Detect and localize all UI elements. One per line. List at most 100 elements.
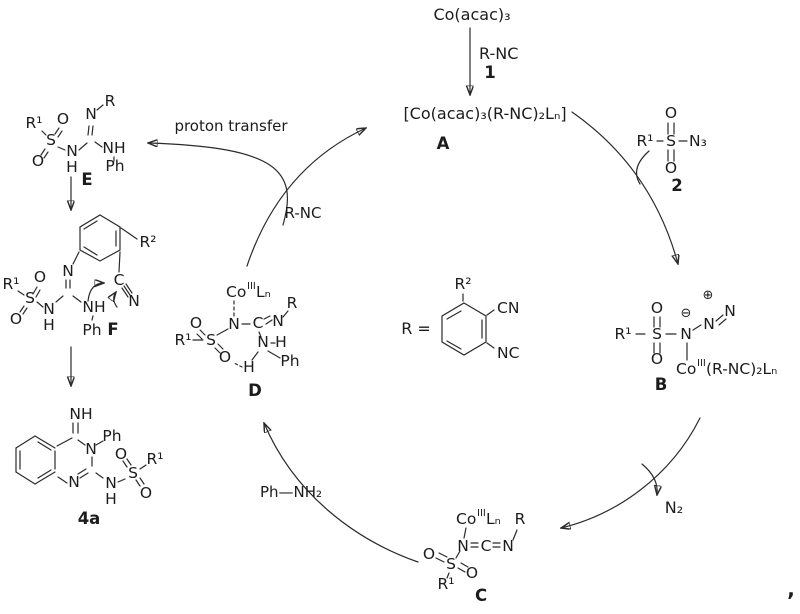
double-bond — [32, 286, 38, 295]
compound-2-label: 2 — [671, 176, 682, 195]
imine-nh: NH — [69, 405, 92, 423]
intermediate-d: Co III Lₙ N C N R N H Ph H O S O R¹ D — [175, 281, 300, 400]
bond — [251, 351, 259, 361]
atom-n: N — [272, 312, 284, 330]
double-bond — [446, 340, 462, 350]
phenyl-group: Ph — [280, 352, 299, 370]
atom-n: N — [703, 315, 715, 333]
bond — [17, 290, 25, 296]
nitrile-c: C — [114, 271, 125, 289]
bond — [258, 331, 262, 338]
double-bond — [715, 314, 724, 322]
mechanism-arrow — [87, 283, 104, 302]
double-bond — [199, 329, 206, 336]
atom-s: S — [128, 464, 138, 482]
benzene-ring — [79, 214, 121, 262]
bond — [267, 350, 281, 359]
atom-n: N — [257, 333, 269, 351]
double-bond — [79, 472, 89, 479]
plus-charge-icon: ⊕ — [703, 288, 714, 303]
atom-o: O — [665, 104, 677, 122]
oxidation-state: III — [477, 508, 486, 519]
triple-bond — [125, 283, 133, 294]
intermediate-c: Co III Lₙ R N C N O S O R¹ C — [423, 508, 526, 605]
atom-s: S — [206, 331, 216, 349]
atom-r: R — [105, 92, 116, 110]
atom-c: C — [481, 537, 492, 555]
double-bond — [435, 557, 445, 563]
product-4a-label: 4a — [78, 509, 101, 528]
atom-r1: R¹ — [3, 275, 20, 293]
precatalyst-entry: Co(acac)₃ R-NC 1 [Co(acac)₃(R-NC)₂Lₙ] A — [403, 5, 566, 153]
arrow-a-to-b — [571, 111, 678, 264]
atom-o: O — [57, 110, 69, 128]
atom-r2: R² — [140, 233, 157, 251]
atom-c: C — [253, 314, 264, 332]
bond — [78, 142, 88, 151]
bond — [77, 439, 86, 446]
atom-n: N — [66, 142, 78, 160]
atom-h: H — [105, 490, 117, 508]
atom-r1: R¹ — [175, 331, 192, 349]
bond — [486, 309, 495, 316]
bond — [91, 315, 94, 321]
bond — [41, 130, 47, 136]
n2-label: N₂ — [665, 498, 683, 517]
atom-o: O — [115, 445, 127, 463]
bond — [15, 435, 36, 449]
atom-n: N — [105, 474, 117, 492]
bond — [34, 435, 56, 449]
minus-charge-icon: ⊖ — [681, 306, 692, 321]
double-bond — [22, 307, 28, 315]
phenyl-group: Ph — [102, 427, 121, 445]
bond — [216, 328, 229, 336]
r-group-definition: R = R² CN NC — [401, 275, 519, 362]
triple-bond — [121, 287, 129, 298]
phenyl-group: Ph — [82, 321, 101, 339]
double-bond — [718, 318, 727, 326]
atom-r: R — [287, 294, 298, 312]
cobalt-center: Co — [456, 510, 476, 528]
atom-h: H — [243, 358, 255, 376]
double-bond — [37, 441, 52, 451]
bond — [72, 295, 82, 303]
intermediate-b: O R¹ S N ⊖ N ⊕ N O Co III (R-NC)₂Lₙ B — [615, 288, 778, 394]
double-bond — [87, 125, 90, 136]
atom-r1: R¹ — [637, 132, 654, 150]
intermediate-f: R² N C N NH Ph N H S O R¹ O F — [3, 214, 157, 339]
atom-r1: R¹ — [615, 325, 632, 343]
bond — [117, 478, 126, 483]
atom-o: O — [651, 299, 663, 317]
double-bond — [19, 305, 25, 313]
double-bond — [83, 220, 98, 230]
double-bond — [126, 458, 132, 466]
cycle-rnc-label: R-NC — [285, 204, 322, 222]
atom-n: N — [62, 262, 74, 280]
bond — [282, 310, 289, 318]
triple-bond — [123, 285, 131, 296]
ligand-set: (R-NC)₂Lₙ — [706, 360, 777, 378]
double-bond — [217, 343, 224, 350]
amine-nh: NH — [102, 139, 125, 157]
double-bond — [40, 148, 46, 156]
atom-h: H — [43, 316, 55, 334]
bond — [15, 471, 36, 485]
atom-r1: R¹ — [438, 575, 455, 593]
bond — [120, 227, 138, 240]
atom-o: O — [34, 268, 46, 286]
double-bond — [122, 460, 128, 468]
atom-n3: N₃ — [689, 132, 707, 150]
intermediate-d-label: D — [248, 381, 262, 400]
oxidation-state: III — [247, 281, 256, 292]
bond — [57, 476, 68, 484]
catalytic-cycle-arrows: N₂ proton transfer R-NC Ph—NH₂ , — [148, 111, 795, 601]
bond — [455, 550, 461, 559]
double-bond — [214, 347, 221, 354]
bond — [139, 464, 147, 470]
cobalt-center: Co — [676, 360, 696, 378]
atom-s: S — [46, 131, 56, 149]
atom-o: O — [219, 348, 231, 366]
bond — [118, 251, 121, 273]
nitrile-group: CN — [497, 299, 519, 317]
bond — [72, 251, 80, 265]
